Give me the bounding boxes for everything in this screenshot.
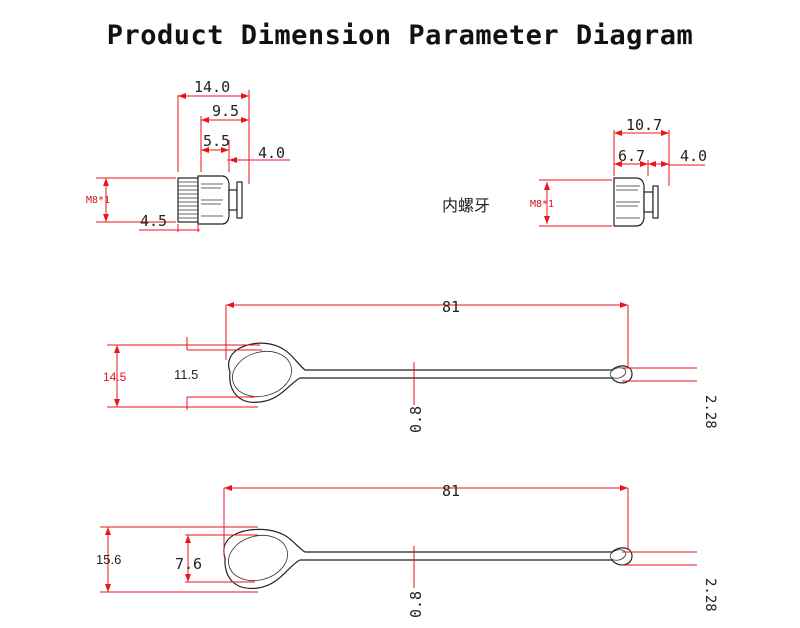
knurled-cap — [197, 175, 230, 225]
thread-body — [177, 177, 199, 223]
dim-total-label: 14.0 — [194, 78, 230, 96]
dim-eye-label: 2.28 — [702, 395, 718, 429]
dim-total-label: 10.7 — [626, 116, 662, 134]
dim-length-label: 81 — [442, 298, 460, 316]
internal-thread-label: 内螺牙 — [442, 196, 490, 215]
dim-thread-length-label: 4.5 — [140, 212, 167, 230]
lanyard-ring-1: 81 14.5 11.5 0.8 2.28 — [103, 298, 718, 433]
knurled-cap — [613, 177, 645, 227]
dim-wire-label: 0.8 — [407, 591, 425, 618]
dimension-lines — [107, 302, 697, 410]
thread-spec-label: M8*1 — [530, 199, 554, 210]
dim-wire-label: 0.8 — [407, 406, 425, 433]
dim-plug-label: 4.0 — [258, 144, 285, 162]
dimension-lines — [96, 90, 290, 232]
dim-knurl-label: 5.5 — [203, 132, 230, 150]
dim-length-label: 81 — [442, 482, 460, 500]
dim-inner-label: 7.6 — [175, 555, 202, 573]
dim-outer-label: 15.6 — [96, 552, 121, 567]
dimension-lines — [539, 130, 705, 227]
plug-head — [643, 185, 659, 219]
dim-cap-label: 9.5 — [212, 102, 239, 120]
dim-inner-label: 11.5 — [174, 367, 198, 382]
thread-spec-label: M8*1 — [86, 195, 110, 206]
dim-eye-label: 2.28 — [702, 578, 718, 612]
ring-outline — [228, 342, 633, 403]
plug-head — [228, 181, 243, 219]
dim-knurl-label: 6.7 — [618, 147, 645, 165]
dimension-lines — [100, 485, 697, 593]
ring-outline — [223, 528, 633, 589]
internal-thread-connector: 10.7 6.7 4.0 M8*1 内螺牙 — [442, 116, 707, 227]
diagram-title: Product Dimension Parameter Diagram — [106, 20, 694, 51]
external-thread-connector: 14.0 9.5 5.5 4.0 4.5 M8*1 — [86, 78, 290, 232]
lanyard-ring-2: 81 15.6 7.6 0.8 2.28 — [96, 482, 718, 618]
dim-outer-label: 14.5 — [103, 370, 127, 384]
dim-plug-label: 4.0 — [680, 147, 707, 165]
